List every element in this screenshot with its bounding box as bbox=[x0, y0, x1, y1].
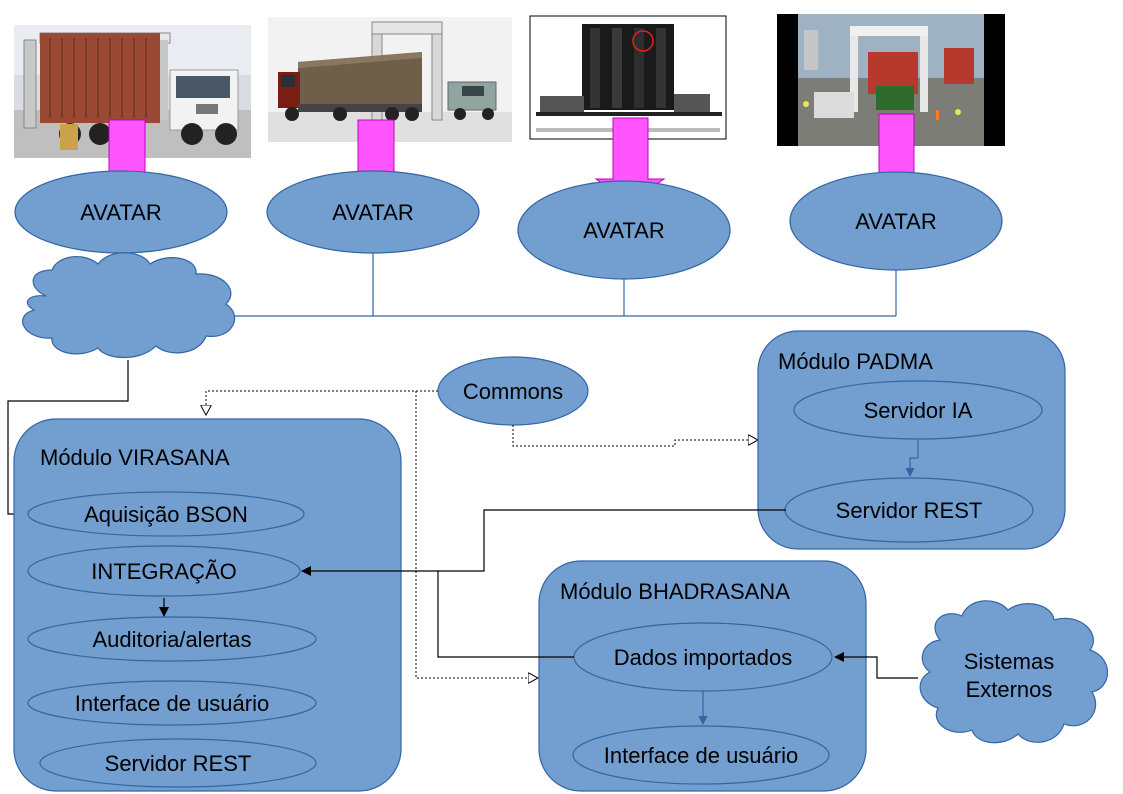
external-line-2: Externos bbox=[966, 677, 1053, 702]
svg-text:Interface de usuário: Interface de usuário bbox=[75, 691, 269, 716]
commons-node: Commons bbox=[437, 356, 589, 426]
virasana-title: Módulo VIRASANA bbox=[40, 445, 230, 470]
avatar-bus-connector bbox=[120, 253, 897, 317]
module-padma: Módulo PADMA Servidor IA Servidor REST bbox=[757, 330, 1066, 550]
svg-text:Servidor REST: Servidor REST bbox=[105, 751, 252, 776]
padma-title: Módulo PADMA bbox=[778, 349, 933, 374]
avatar-node-2: AVATAR bbox=[266, 170, 480, 254]
external-to-dados-arrow bbox=[834, 652, 918, 679]
external-line-1: Sistemas bbox=[964, 649, 1054, 674]
svg-text:Dados importados: Dados importados bbox=[614, 645, 793, 670]
avatar-label: AVATAR bbox=[583, 218, 665, 243]
truck-scanner-photo bbox=[14, 25, 251, 158]
ia-to-rest-arrow bbox=[905, 439, 919, 477]
network-cloud bbox=[22, 252, 236, 358]
module-virasana: Módulo VIRASANA Aquisição BSON INTEGRAÇÃ… bbox=[13, 418, 402, 792]
commons-to-virasana-arrow bbox=[206, 390, 438, 415]
virasana-item-integracao: INTEGRAÇÃO bbox=[27, 545, 301, 597]
svg-text:Servidor IA: Servidor IA bbox=[864, 398, 973, 423]
svg-text:Auditoria/alertas: Auditoria/alertas bbox=[93, 627, 252, 652]
svg-text:Servidor REST: Servidor REST bbox=[836, 498, 983, 523]
commons-to-bhadrasana-arrow bbox=[415, 391, 538, 678]
avatar-node-1: AVATAR bbox=[14, 170, 228, 254]
svg-text:Aquisição BSON: Aquisição BSON bbox=[84, 502, 248, 527]
avatar-label: AVATAR bbox=[332, 200, 414, 225]
padma-rest-to-integracao-arrow bbox=[301, 509, 786, 576]
commons-to-padma-arrow bbox=[512, 425, 758, 447]
svg-text:Interface de usuário: Interface de usuário bbox=[604, 743, 798, 768]
virasana-item-servidor-rest: Servidor REST bbox=[39, 738, 317, 788]
avatar-label: AVATAR bbox=[80, 200, 162, 225]
commons-label: Commons bbox=[463, 379, 563, 404]
avatar-label: AVATAR bbox=[855, 209, 937, 234]
virasana-item-aquisicao: Aquisição BSON bbox=[27, 491, 305, 537]
external-systems-cloud: Sistemas Externos bbox=[919, 600, 1108, 744]
bhadrasana-item-interface: Interface de usuário bbox=[572, 725, 830, 785]
dados-importados-to-integracao-link bbox=[437, 571, 574, 658]
virasana-item-interface: Interface de usuário bbox=[27, 680, 317, 726]
padma-item-servidor-rest: Servidor REST bbox=[784, 477, 1034, 543]
module-bhadrasana: Módulo BHADRASANA Dados importados Inter… bbox=[538, 560, 867, 792]
avatar-node-3: AVATAR bbox=[517, 180, 731, 280]
padma-item-servidor-ia: Servidor IA bbox=[793, 380, 1043, 440]
virasana-item-auditoria: Auditoria/alertas bbox=[27, 616, 317, 662]
bhadrasana-item-dados-importados: Dados importados bbox=[573, 622, 833, 692]
svg-text:INTEGRAÇÃO: INTEGRAÇÃO bbox=[91, 559, 236, 584]
avatar-node-4: AVATAR bbox=[789, 171, 1003, 271]
bhadrasana-title: Módulo BHADRASANA bbox=[560, 579, 790, 604]
cargo-truck-scanner-photo bbox=[268, 17, 512, 142]
xray-container-scan-image bbox=[529, 15, 727, 140]
